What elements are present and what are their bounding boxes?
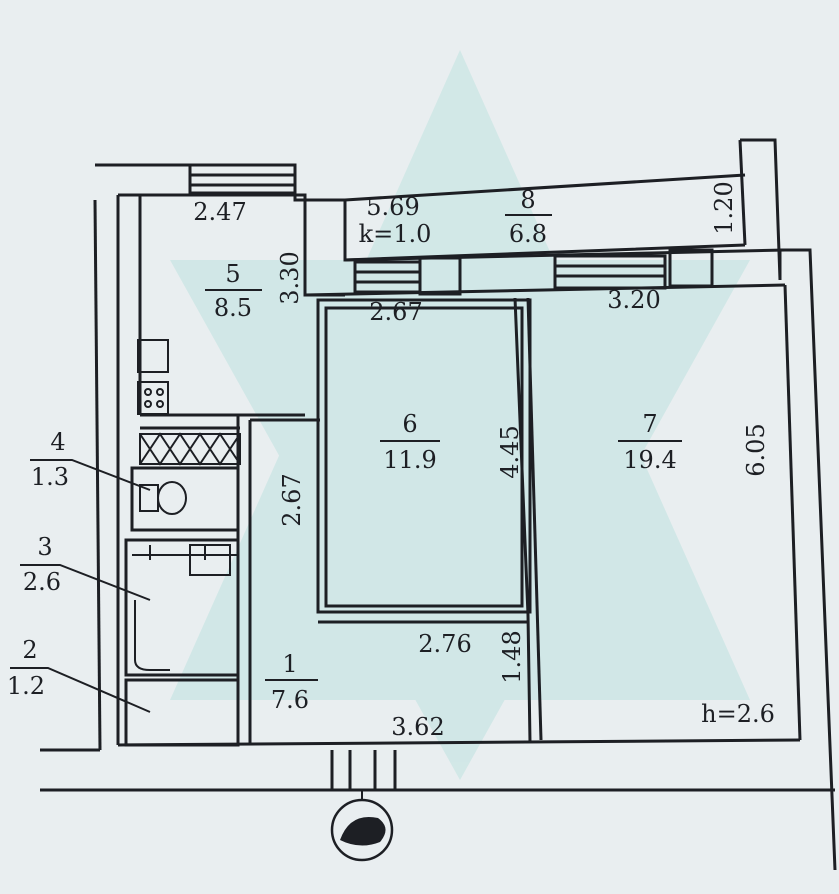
corridor-width: 2.76 [418, 630, 471, 658]
balcony-depth: 1.20 [710, 181, 738, 234]
room-area: 1.3 [31, 463, 69, 491]
room-1-label: 1 7.6 [265, 650, 318, 714]
hall-length: 2.67 [278, 473, 306, 526]
room-number: 5 [225, 260, 240, 288]
room-area: 11.9 [383, 446, 436, 474]
room-8-label: 8 6.8 [505, 186, 552, 248]
room-area: 19.4 [623, 446, 676, 474]
kitchen-depth: 3.30 [276, 251, 304, 304]
room-number: 2 [22, 636, 37, 664]
room-4-label: 4 1.3 [31, 428, 69, 491]
room-area: 6.8 [509, 220, 547, 248]
closet-depth: 1.48 [498, 630, 526, 683]
kitchen-width: 2.47 [193, 198, 246, 226]
room-area: 1.2 [7, 672, 45, 700]
room-number: 8 [520, 186, 535, 214]
room6-depth: 4.45 [496, 425, 524, 478]
room-6-label: 6 11.9 [380, 410, 440, 474]
room-5-label: 5 8.5 [205, 260, 262, 322]
walls [40, 138, 837, 871]
room-7-label: 7 19.4 [618, 410, 682, 474]
balcony-coefficient: k=1.0 [359, 220, 432, 248]
room-number: 7 [642, 410, 657, 438]
room-number: 1 [282, 650, 297, 678]
room-area: 7.6 [271, 686, 309, 714]
room7-width: 3.20 [607, 286, 660, 314]
room-3-label: 3 2.6 [23, 533, 61, 596]
room6-width: 2.67 [369, 298, 422, 326]
entrance-width: 3.62 [391, 713, 444, 741]
leader-lines [10, 459, 151, 713]
dimension-labels: 2.47 3.30 5.69 k=1.0 1.20 2.67 4.45 3.20… [193, 181, 775, 741]
balcony-length: 5.69 [366, 193, 419, 221]
room-number: 4 [50, 428, 65, 456]
room-area: 2.6 [23, 568, 61, 596]
room-2-label: 2 1.2 [7, 636, 45, 700]
watermark [170, 50, 750, 780]
compass-icon [330, 790, 394, 862]
room-area: 8.5 [214, 294, 252, 322]
room-number: 3 [37, 533, 52, 561]
room-number: 6 [402, 410, 417, 438]
kitchen-appliances [132, 339, 241, 671]
room7-depth: 6.05 [742, 423, 770, 476]
ceiling-height: h=2.6 [701, 700, 775, 728]
